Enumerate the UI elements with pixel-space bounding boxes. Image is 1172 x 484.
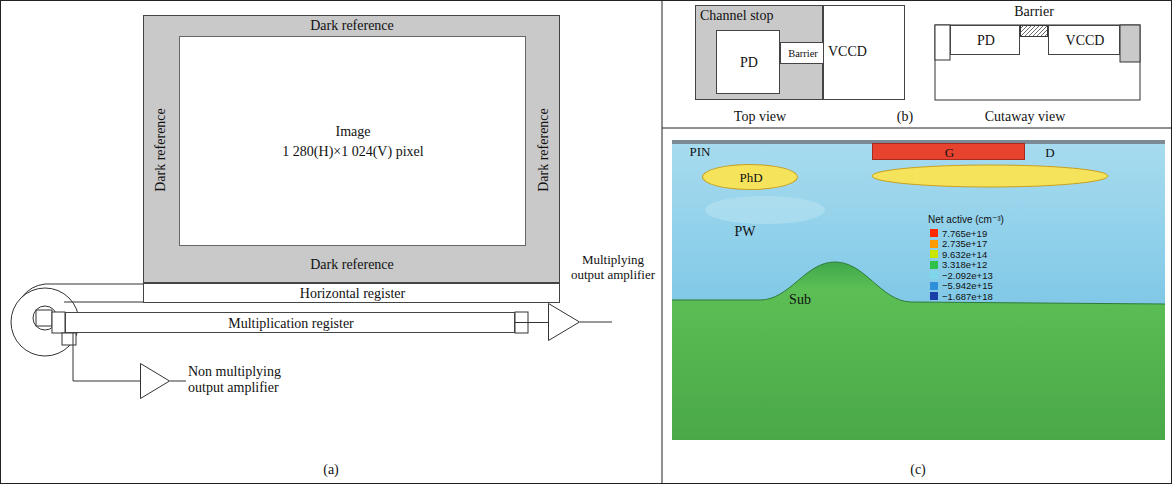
legend-text: 2.735e+17 (942, 239, 987, 249)
photodiode-implant: PhD (702, 164, 798, 190)
view-caption: Cutaway view (985, 109, 1065, 125)
amplifier-symbol: Multiplying output amplifier (548, 303, 580, 341)
node-text: VCCD (828, 44, 867, 60)
dark-reference-band: Dark referenceDark referenceDark referen… (143, 15, 560, 283)
node-text: PD (740, 55, 758, 71)
panel-label: (c) (910, 462, 926, 478)
node-text: Multiplication register (228, 315, 354, 331)
legend-text: −5.942e+15 (942, 281, 993, 291)
triangle-outline (548, 303, 580, 341)
node-text: Non multiplying output amplifier (188, 364, 306, 396)
region-label: Sub (789, 292, 811, 308)
node-text: Dark reference (310, 257, 394, 273)
node-text: PhD (739, 171, 762, 186)
amplifier-output (170, 381, 186, 382)
node-text: Barrier (1014, 4, 1054, 20)
node-text: Image (336, 124, 371, 140)
node-text: Dark reference (536, 108, 552, 192)
photodiode: PD (950, 25, 1020, 55)
legend-text: 9.632e+14 (942, 250, 987, 260)
legend-swatch (930, 250, 938, 258)
legend-swatch (930, 292, 938, 300)
node-text: Channel stop (700, 8, 774, 24)
legend-text: −2.092e+13 (942, 271, 993, 281)
photodiode: PD (716, 30, 780, 94)
node-text: Dark reference (310, 18, 394, 34)
node-text: VCCD (1066, 33, 1105, 49)
multiplication-register: Multiplication register (65, 312, 515, 333)
legend-text: −1.687e+18 (942, 292, 993, 302)
amplifier-symbol: Non multiplying output amplifier (140, 363, 170, 399)
vccd-region: VCCD (823, 5, 905, 100)
cutaway-outline (935, 25, 1140, 100)
legend-title: Net active (cm⁻³) (928, 214, 1004, 226)
signal-wire (73, 333, 140, 381)
region-label: PIN (690, 145, 711, 160)
image-area: Image 1 280(H)×1 024(V) pixel (179, 36, 526, 246)
signal-wire (515, 322, 548, 323)
legend-text: 7.765e+19 (942, 229, 987, 239)
barrier-region: Barrier (780, 42, 824, 64)
amplifier-output (580, 322, 612, 323)
legend-swatch (930, 229, 938, 237)
legend-swatch (930, 271, 938, 279)
node-text: PD (977, 33, 995, 49)
hatch-fill (1020, 25, 1048, 37)
channel-stop: Channel stopPD Barrier (695, 5, 823, 100)
node-text: Dark reference (153, 108, 169, 192)
legend-text: 3.318e+12 (942, 260, 987, 270)
node-text: Horizontal register (300, 286, 405, 302)
region-label: PW (735, 224, 756, 240)
panel-divider (662, 0, 663, 484)
device-simulation (672, 140, 1165, 440)
panel-label: (a) (323, 462, 339, 478)
triangle-outline (140, 363, 170, 399)
legend-swatch (930, 240, 938, 248)
barrier-region: Barrier (1020, 25, 1048, 37)
node-text: G (945, 145, 954, 160)
node-text: Multiplying output amplifier (566, 253, 660, 283)
view-caption: Top view (734, 109, 786, 125)
vccd-region: VCCD (1048, 25, 1120, 55)
node-text: Barrier (788, 48, 818, 60)
region-label: D (1045, 146, 1054, 161)
horizontal-register: Horizontal register (143, 283, 560, 303)
gate-electrode: G (872, 143, 1025, 160)
legend-swatch (930, 282, 938, 290)
node-text: 1 280(H)×1 024(V) pixel (282, 144, 423, 160)
panel-divider (662, 128, 1172, 129)
legend-swatch (930, 261, 938, 269)
panel-label: (b) (897, 109, 913, 125)
